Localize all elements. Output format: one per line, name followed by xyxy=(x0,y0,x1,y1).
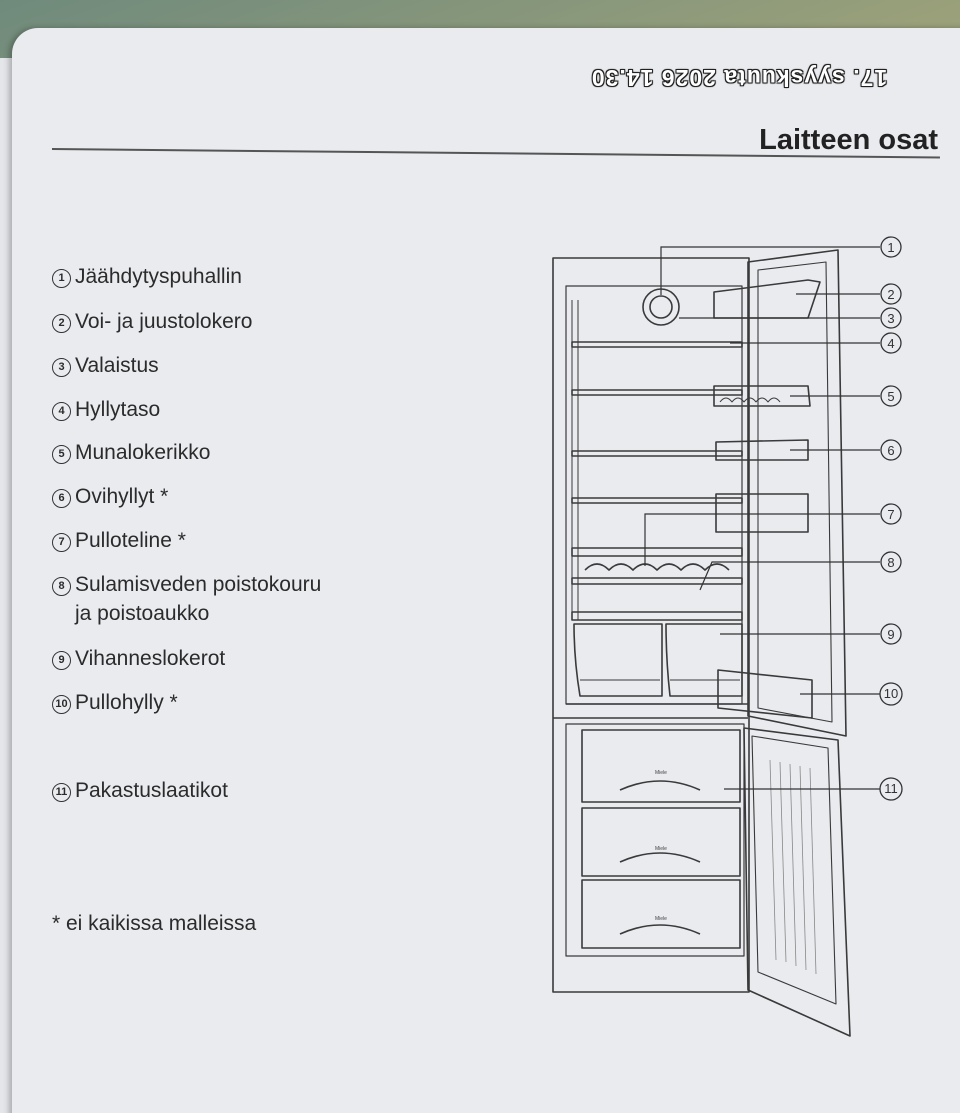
leader-lines xyxy=(644,246,880,790)
part-item-11: 11 Pakastuslaatikot xyxy=(52,779,228,805)
door-shelf xyxy=(715,439,809,461)
svg-text:7: 7 xyxy=(887,507,894,522)
part-item-8: 8 Sulamisveden poistokouru ja poistoaukk… xyxy=(52,573,321,628)
svg-text:10: 10 xyxy=(884,686,898,701)
part-item-6: 6 Ovihyllyt * xyxy=(52,485,168,511)
part-number-badge: 9 xyxy=(52,651,71,670)
part-item-10: 10 Pullohylly * xyxy=(52,691,178,717)
crisper-drawer-right xyxy=(665,623,743,697)
bottle-rack-base xyxy=(571,577,743,585)
part-number-badge: 6 xyxy=(52,489,71,508)
svg-text:3: 3 xyxy=(887,311,894,326)
callout-badges: 1 2 3 4 5 6 7 8 9 10 11 xyxy=(879,236,903,801)
glass-plate xyxy=(571,611,743,621)
svg-text:1: 1 xyxy=(887,240,894,255)
shelf-2 xyxy=(571,389,743,396)
part-item-5: 5 Munalokerikko xyxy=(52,441,210,467)
callout-7: 7 xyxy=(880,503,902,525)
bottle-rack-top xyxy=(571,547,743,557)
part-item-1: 1 Jäähdytyspuhallin xyxy=(52,265,242,291)
fridge-door xyxy=(747,249,847,737)
part-number-badge: 4 xyxy=(52,402,71,421)
drawer-brand-label: Miele xyxy=(655,916,667,922)
freezer-drawer-2 xyxy=(581,807,741,877)
door-shelf xyxy=(715,493,809,533)
part-item-7: 7 Pulloteline * xyxy=(52,529,186,555)
part-number-badge: 2 xyxy=(52,314,71,333)
callout-8: 8 xyxy=(880,551,902,573)
cabinet-outline xyxy=(552,257,750,993)
timestamp-overlay: 17. syyskuuta 2026 14.30 xyxy=(590,65,888,91)
part-item-4: 4 Hyllytaso xyxy=(52,398,160,424)
part-number-badge: 7 xyxy=(52,533,71,552)
callout-3: 3 xyxy=(880,307,902,329)
svg-text:2: 2 xyxy=(887,287,894,302)
part-label: Jäähdytyspuhallin xyxy=(75,265,242,288)
part-item-3: 3 Valaistus xyxy=(52,354,159,380)
part-label: Valaistus xyxy=(75,354,159,377)
manual-page xyxy=(12,28,960,1113)
shelf-1 xyxy=(571,341,743,348)
bottle-shelf xyxy=(717,669,813,719)
fridge-diagram: Miele Miele Miele 1 2 3 4 5 6 7 8 xyxy=(552,236,903,1037)
page-title: Laitteen osat xyxy=(759,124,938,156)
freezer-drawer-1 xyxy=(581,729,741,803)
callout-11: 11 xyxy=(879,777,903,801)
part-item-9: 9 Vihanneslokerot xyxy=(52,647,225,673)
svg-text:4: 4 xyxy=(887,336,894,351)
shelf-supports xyxy=(571,300,579,620)
fridge-door-inner xyxy=(757,261,833,723)
freezer-door-inner xyxy=(751,735,837,1005)
svg-text:6: 6 xyxy=(887,443,894,458)
callout-2: 2 xyxy=(880,283,902,305)
bottle-rack-waves xyxy=(584,563,730,571)
freezer-door xyxy=(743,727,851,1037)
part-number-badge: 11 xyxy=(52,783,71,802)
freezer-drawer-3 xyxy=(581,879,741,949)
drawer-handle xyxy=(619,924,701,935)
part-number-badge: 5 xyxy=(52,445,71,464)
part-number-badge: 1 xyxy=(52,269,71,288)
part-label: Ovihyllyt * xyxy=(75,485,169,508)
part-label: Sulamisveden poistokouru ja poistoaukko xyxy=(75,573,322,625)
part-label: Pulloteline * xyxy=(75,529,186,552)
callout-1: 1 xyxy=(880,236,902,258)
shelf-3 xyxy=(571,450,743,457)
part-number-badge: 8 xyxy=(52,577,71,596)
drawer-brand-label: Miele xyxy=(655,846,667,852)
part-label: Munalokerikko xyxy=(75,441,211,464)
freezer-door-texture xyxy=(769,759,817,975)
part-label: Vihanneslokerot xyxy=(75,647,226,670)
callout-10: 10 xyxy=(879,682,903,706)
drawer-handle xyxy=(619,780,701,791)
drawer-handle xyxy=(619,852,701,863)
callout-6: 6 xyxy=(880,439,902,461)
svg-text:8: 8 xyxy=(887,555,894,570)
svg-text:9: 9 xyxy=(887,627,894,642)
callout-9: 9 xyxy=(880,623,902,645)
part-number-badge: 10 xyxy=(52,695,71,714)
part-label: Pakastuslaatikot xyxy=(75,779,228,802)
drawer-brand-label: Miele xyxy=(655,770,667,776)
part-item-2: 2 Voi- ja juustolokero xyxy=(52,310,252,336)
fan-center xyxy=(649,295,673,319)
svg-text:11: 11 xyxy=(884,781,898,796)
shelf-4 xyxy=(571,497,743,504)
callout-4: 4 xyxy=(880,332,902,354)
callout-5: 5 xyxy=(880,385,902,407)
egg-tray xyxy=(713,385,811,407)
part-number-badge: 3 xyxy=(52,358,71,377)
footnote: * ei kaikissa malleissa xyxy=(52,912,257,935)
butter-compartment xyxy=(713,279,821,319)
svg-text:5: 5 xyxy=(887,389,894,404)
part-label: Hyllytaso xyxy=(75,398,161,421)
freezer-compartment xyxy=(565,723,745,957)
part-label: Pullohylly * xyxy=(75,691,178,714)
crisper-drawer-left xyxy=(573,623,663,697)
part-label: Voi- ja juustolokero xyxy=(75,310,253,333)
